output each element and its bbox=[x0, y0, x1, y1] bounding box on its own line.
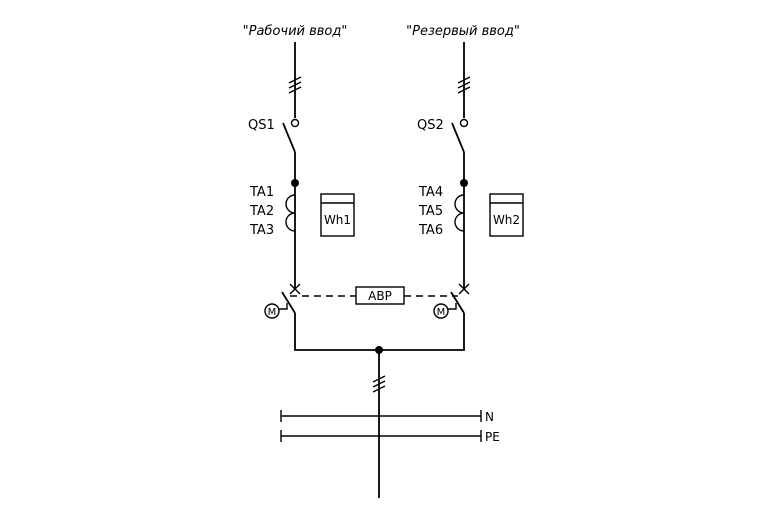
ta6-label: TA6 bbox=[418, 223, 443, 238]
reserve-feeder-three-phase-mark bbox=[457, 76, 471, 94]
qs1-contact bbox=[290, 118, 300, 128]
ta1-label: TA1 bbox=[249, 185, 274, 200]
working-feeder-three-phase-mark bbox=[288, 76, 302, 94]
atc-box bbox=[355, 286, 405, 305]
wh2-meter-box bbox=[489, 193, 524, 237]
working-feeder-cross-mark bbox=[289, 283, 301, 295]
left-motor-symbol bbox=[264, 303, 280, 319]
reserve-feeder: QS2 TA4 TA5 TA6 Wh2 bbox=[417, 42, 524, 295]
right-motor-link bbox=[448, 303, 457, 310]
qs1-blade bbox=[282, 122, 296, 153]
right-motor-symbol bbox=[433, 303, 449, 319]
working-feeder: QS1 TA1 TA2 TA3 Wh1 bbox=[248, 42, 355, 295]
bus-bar bbox=[294, 313, 465, 351]
pe-conductor: PE bbox=[280, 430, 500, 444]
reserve-feeder-cross-mark bbox=[458, 283, 470, 295]
right-breaker-blade bbox=[450, 291, 465, 314]
ta2-label: TA2 bbox=[249, 204, 274, 219]
transfer-switch-unit: АВР M M bbox=[264, 286, 465, 319]
left-breaker-blade bbox=[281, 291, 296, 314]
qs2-contact bbox=[459, 118, 469, 128]
working-ct-symbol bbox=[285, 194, 296, 232]
pe-label: PE bbox=[485, 430, 500, 444]
left-motor-link bbox=[279, 303, 288, 310]
ta3-label: TA3 bbox=[249, 223, 274, 238]
atc-label: АВР bbox=[368, 289, 392, 303]
ta5-label: TA5 bbox=[418, 204, 443, 219]
neutral-label: N bbox=[485, 410, 494, 424]
left-motor-label: M bbox=[268, 307, 277, 318]
reserve-input-label: "Резервый ввод" bbox=[406, 24, 520, 39]
wh1-meter-box bbox=[320, 193, 355, 237]
qs1-label: QS1 bbox=[248, 118, 275, 133]
qs2-blade bbox=[451, 122, 465, 153]
ta4-label: TA4 bbox=[418, 185, 443, 200]
wh1-label: Wh1 bbox=[324, 213, 351, 227]
neutral-conductor: N bbox=[280, 410, 494, 424]
outgoing-three-phase-mark bbox=[372, 375, 386, 393]
right-motor-label: M bbox=[437, 307, 446, 318]
wh2-label: Wh2 bbox=[493, 213, 520, 227]
working-input-label: "Рабочий ввод" bbox=[243, 24, 348, 39]
qs2-label: QS2 bbox=[417, 118, 444, 133]
reserve-ct-symbol bbox=[454, 194, 465, 232]
output-bus bbox=[294, 313, 465, 498]
